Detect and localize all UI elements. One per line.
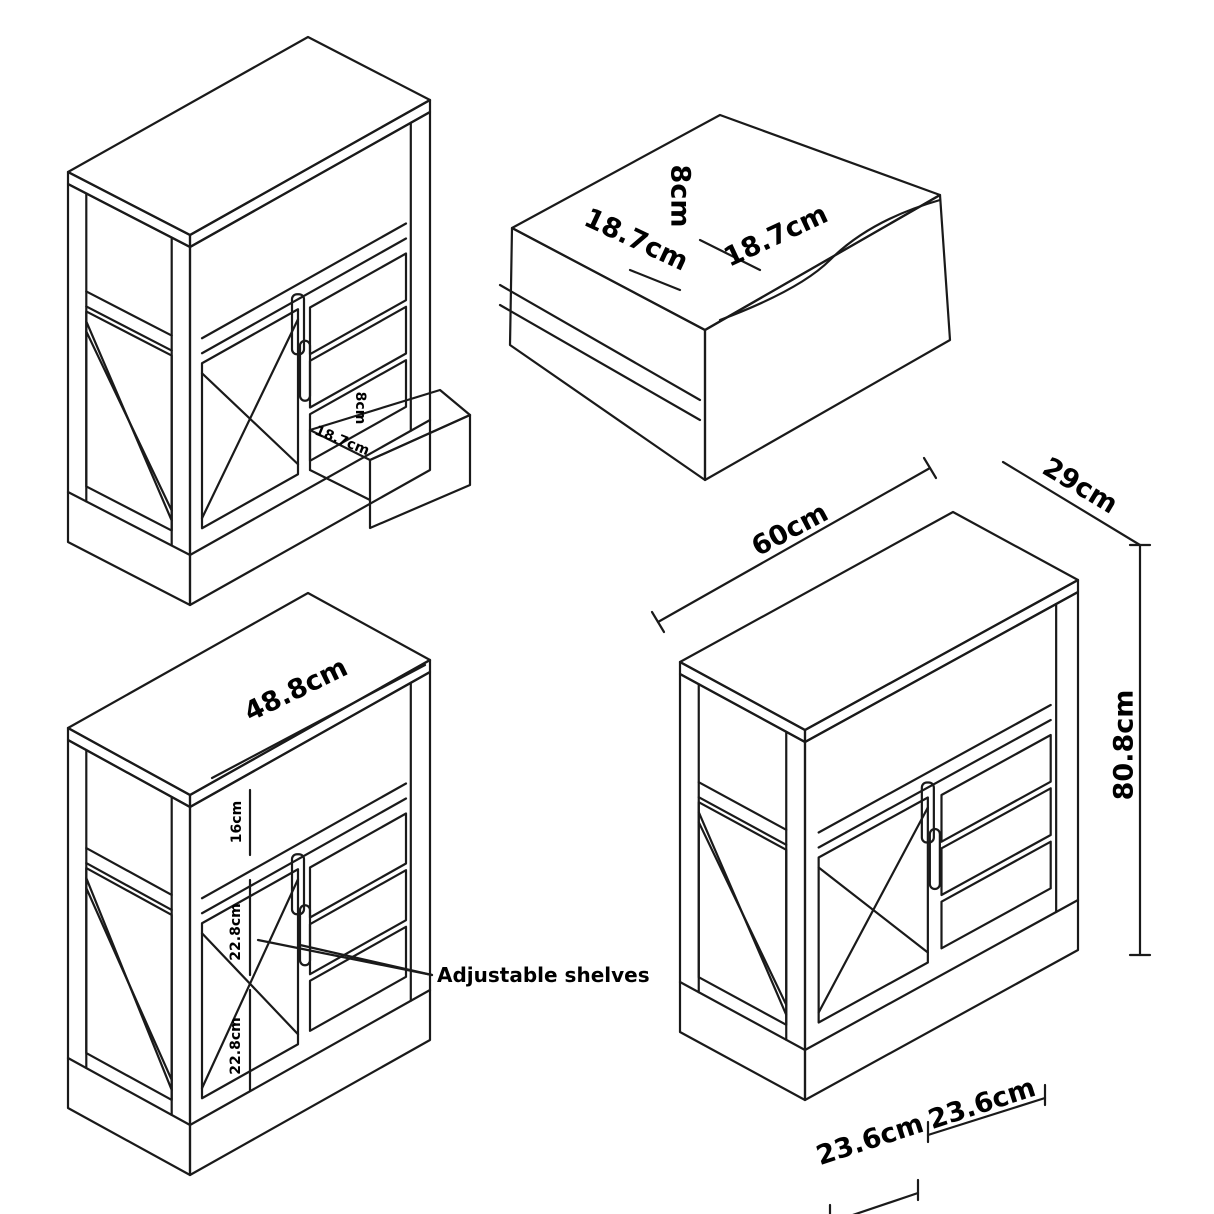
barn-brace [85, 886, 173, 1082]
door-brace [817, 806, 929, 1014]
dimension-tick [922, 456, 938, 480]
width-dimension-line [656, 466, 932, 624]
door-brace [200, 878, 300, 1090]
open-shelf [697, 781, 788, 831]
overall-height-label: 80.8cm [1108, 689, 1140, 801]
cabinet-overall-drawing [678, 510, 1080, 1102]
top-edge-right [803, 578, 1080, 744]
section-left-dimension-line [852, 1191, 920, 1214]
sliding-door [817, 796, 929, 1024]
drawer-slide [308, 468, 372, 502]
base-edge [188, 988, 432, 1127]
door-handle [298, 339, 312, 402]
callout-leader-line [298, 943, 434, 977]
cabinet-front-panel [188, 670, 432, 1177]
door-hardware [290, 293, 306, 356]
cabinet-top [678, 510, 1080, 732]
dimension-lines [210, 456, 1152, 1214]
drawer-top-rim [510, 113, 942, 332]
base-edge [66, 490, 192, 557]
inner-dim-line [698, 238, 762, 272]
drawer-front [940, 733, 1052, 843]
cabinet-front-panel [803, 590, 1080, 1102]
drawer-slide-rail [498, 283, 702, 402]
open-shelf [85, 861, 173, 912]
base-edge [678, 980, 807, 1052]
depth-dimension-line [1001, 460, 1142, 547]
inner-dim-line [628, 268, 682, 292]
drawer-front [308, 925, 408, 1032]
barn-brace [85, 330, 173, 512]
open-drawer-height-label: 8cm [352, 391, 368, 425]
barn-door-side [85, 310, 173, 532]
cabinet-top [66, 591, 432, 797]
cabinet-shelves-drawing [66, 591, 432, 1177]
drawer-front [940, 787, 1052, 897]
drawer-slide-rail [498, 303, 702, 422]
section-right-dimension-line [926, 1096, 1047, 1137]
barn-door-side [85, 866, 173, 1102]
open-shelf-height-label: 16cm [229, 800, 245, 844]
adjustable-shelves-callout: Adjustable shelves [437, 963, 650, 987]
dimension-tick [650, 610, 666, 634]
sliding-door [200, 868, 300, 1100]
drawer-detail-drawing [498, 113, 952, 482]
open-shelf [85, 290, 173, 337]
base-edge [188, 418, 432, 557]
door-hardware [290, 853, 306, 916]
base-edge [803, 898, 1080, 1052]
door-handle [928, 827, 941, 891]
open-shelf-front [200, 222, 408, 340]
cabinet-open-drawer-drawing [66, 35, 472, 607]
barn-door-side [697, 801, 788, 1026]
open-shelf [697, 796, 788, 846]
sliding-door [200, 308, 300, 530]
drawer-front [308, 252, 408, 356]
open-drawer-front [368, 413, 472, 530]
open-shelf-front [200, 782, 408, 900]
drawer-front [940, 840, 1052, 950]
lower-shelf-height-label: 22.8cm [228, 1017, 244, 1075]
door-handle [298, 904, 312, 967]
open-shelf [85, 305, 173, 352]
cabinet-top [66, 35, 432, 237]
top-edge-right [188, 98, 432, 249]
open-shelf-front [817, 718, 1052, 849]
drawer-handle-cutout [718, 198, 942, 322]
open-shelf [85, 846, 173, 897]
drawer-front [308, 812, 408, 919]
door-hardware [920, 781, 935, 844]
base-edge [66, 1056, 192, 1127]
drawer-side-panel [508, 226, 707, 482]
drawer-height-label: 8cm [664, 164, 696, 228]
upper-shelf-height-label: 22.8cm [228, 903, 244, 961]
barn-brace [697, 821, 788, 1006]
open-shelf-front [817, 703, 1052, 834]
top-width-dimension-line [210, 663, 427, 780]
door-brace [200, 318, 300, 520]
cabinet-front-panel [188, 110, 432, 607]
